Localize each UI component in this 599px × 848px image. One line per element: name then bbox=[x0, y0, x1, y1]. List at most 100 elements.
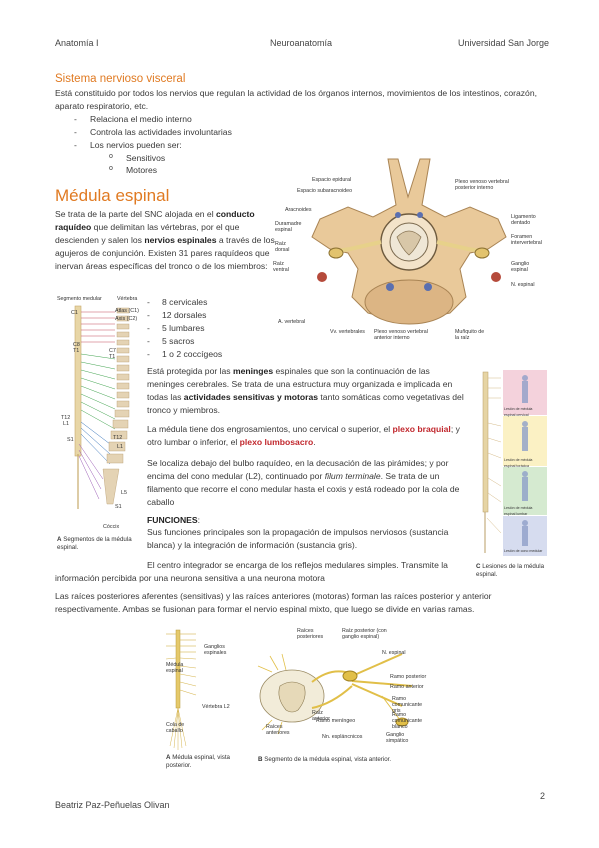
count-item: 5 lumbares bbox=[162, 323, 205, 333]
label-n-espinal: N. espinal bbox=[511, 282, 535, 288]
footer-author: Beatriz Paz-Peñuelas Olivan bbox=[55, 800, 170, 810]
marker-t1: T1 bbox=[73, 348, 80, 354]
label-raiz-posterior: Raíz posterior (con ganglio espinal) bbox=[342, 628, 387, 640]
label-ganglio-simpatico: Ganglio simpático bbox=[386, 732, 409, 744]
label-lesion-cervical: Lesión de médula espinal cervical bbox=[504, 407, 533, 417]
plexos-paragraph: La médula tiene dos engrosamientos, uno … bbox=[147, 424, 460, 447]
label-raices-anteriores: Raíces anteriores bbox=[266, 724, 290, 736]
spinal-segments-illustration bbox=[74, 305, 130, 509]
dash: - bbox=[147, 323, 150, 333]
marker-t1-vertebra: T1 bbox=[109, 354, 116, 360]
section-title-medula: Médula espinal bbox=[55, 186, 170, 205]
header-center: Neuroanatomía bbox=[270, 38, 333, 48]
segmento-anterior-illustration bbox=[257, 653, 413, 735]
header-left: Anatomía I bbox=[55, 38, 99, 48]
bullet-item: Controla las actividades involuntarias bbox=[90, 127, 232, 137]
label-munquito: Muñquito de la raíz bbox=[455, 329, 485, 341]
marker-s1-vertebra: S1 bbox=[115, 504, 122, 510]
lesions-illustration bbox=[482, 370, 547, 556]
label-raices-posteriores: Raíces posteriores bbox=[297, 628, 324, 640]
funciones-text: Sus funciones principales son la propaga… bbox=[147, 527, 449, 550]
label-lesion-lumbar: Lesión de médula espinal lumbar bbox=[504, 506, 533, 516]
label-plexo-posterior: Plexo venoso vertebral posterior interno bbox=[455, 179, 509, 191]
label-cola-caballo: Cola de caballo bbox=[166, 722, 185, 734]
dash: - bbox=[147, 310, 150, 320]
count-item: 5 sacros bbox=[162, 336, 195, 346]
caption-segmento-anterior: B Segmento de la médula espinal, vista a… bbox=[258, 756, 392, 763]
label-espacio-epidural: Espacio epidural bbox=[312, 177, 352, 183]
medula-intro: Se trata de la parte del SNC alojada en … bbox=[55, 209, 275, 271]
marker-l1-vertebra: L1 bbox=[117, 444, 123, 450]
sub-bullet-item: Motores bbox=[126, 165, 158, 175]
sub-bullet-icon: o bbox=[109, 165, 113, 172]
marker-s1: S1 bbox=[67, 437, 74, 443]
raices-paragraph: Las raíces posteriores aferentes (sensit… bbox=[55, 591, 492, 614]
label-n-espinal-b: N. espinal bbox=[382, 650, 406, 656]
integrador-paragraph: El centro integrador se encarga de los r… bbox=[55, 560, 448, 583]
count-item: 1 o 2 coccígeos bbox=[162, 349, 223, 359]
dash-2: - bbox=[74, 127, 77, 137]
label-nn-esplancnicos: Nn. espláncnicos bbox=[322, 734, 363, 740]
label-raiz-anterior: Raíz anterior bbox=[312, 710, 330, 722]
page-number: 2 bbox=[540, 791, 546, 801]
marker-l1: L1 bbox=[63, 421, 69, 427]
marker-atlas: Atlas (C1) bbox=[115, 308, 139, 314]
label-ramo-anterior: Ramo anterior bbox=[390, 684, 424, 690]
label-ramo-gris: Ramo comunicante gris bbox=[392, 696, 423, 714]
dash: - bbox=[147, 297, 150, 307]
bulbo-paragraph: Se localiza debajo del bulbo raquídeo, e… bbox=[147, 458, 460, 507]
label-espacio-subaracnoideo: Espacio subaracnoideo bbox=[297, 188, 353, 194]
caption-lesions: C Lesiones de la médula espinal. bbox=[476, 563, 545, 578]
header-right: Universidad San Jorge bbox=[458, 38, 550, 48]
label-raiz-dorsal: Raíz dorsal bbox=[275, 241, 290, 253]
bullet-item: Los nervios pueden ser: bbox=[90, 140, 182, 150]
meninges-paragraph: Está protegida por las meninges espinale… bbox=[147, 366, 464, 415]
caption-posterior-view: A Médula espinal, vista posterior. bbox=[166, 754, 230, 769]
marker-coccix: Cóccix bbox=[103, 524, 120, 530]
label-ganglios-espinales: Ganglios espinales bbox=[204, 644, 227, 656]
label-ganglio-espinal: Ganglio espinal bbox=[511, 261, 530, 273]
caption-segments: A Segmentos de la médula espinal. bbox=[57, 536, 132, 551]
section-title-visceral: Sistema nervioso visceral bbox=[55, 73, 186, 85]
label-ramo-posterior: Ramo posterior bbox=[390, 674, 427, 680]
label-foramen: Foramen intervertebral bbox=[511, 234, 542, 246]
figure-spinal-lesions: Lesión de médula espinal cervical Lesión… bbox=[473, 368, 549, 580]
dash-3: - bbox=[74, 140, 77, 150]
label-medula-espinal: Médula espinal bbox=[166, 662, 184, 674]
label-vertebra: Vértebra bbox=[117, 296, 138, 302]
marker-t12-vertebra: T12 bbox=[113, 435, 123, 441]
label-segmento-medular: Segmento medular bbox=[57, 296, 102, 302]
count-item: 12 dorsales bbox=[162, 310, 207, 320]
label-lesion-cono: Lesión de cono medular bbox=[504, 549, 543, 553]
label-plexo-anterior: Plexo venoso vertebral anterior interno bbox=[374, 329, 428, 341]
label-aracnoides: Aracnoides bbox=[285, 207, 312, 213]
figure-segmento-anterior: Raíces posteriores Raíz posterior (con g… bbox=[252, 626, 442, 770]
bullet-item: Relaciona el medio interno bbox=[90, 114, 192, 124]
label-vv-vertebrales: Vv. vertebrales bbox=[330, 329, 365, 335]
marker-l5: L5 bbox=[121, 490, 127, 496]
marker-c7: C7 bbox=[109, 348, 116, 354]
dash-1: - bbox=[74, 114, 77, 124]
label-raiz-ventral: Raíz ventral bbox=[273, 261, 289, 273]
marker-c1: C1 bbox=[71, 310, 78, 316]
medula-posterior-illustration bbox=[165, 629, 197, 750]
label-ramo-blanco: Ramo comunicante blanco bbox=[392, 712, 423, 730]
visceral-intro: Está constituido por todos los nervios q… bbox=[55, 88, 537, 111]
label-vertebra-l2: Vértebra L2 bbox=[202, 704, 230, 710]
figure-vertebra-cross-section: Espacio epidural Espacio subaracnoideo A… bbox=[270, 157, 548, 345]
figure-medula-posterior: Ganglios espinales Médula espinal Vérteb… bbox=[165, 628, 246, 776]
dash: - bbox=[147, 336, 150, 346]
marker-c8: C8 bbox=[73, 342, 80, 348]
label-arteria-vertebral: A. vertebral bbox=[278, 319, 306, 325]
count-item: 8 cervicales bbox=[162, 297, 208, 307]
funciones-title: FUNCIONES: bbox=[147, 515, 201, 525]
label-ligamento-dentado: Ligamento dentado bbox=[511, 214, 536, 226]
marker-axis: Axis (C2) bbox=[115, 316, 138, 322]
figure-spinal-segments: Segmento medular Vértebra C1 A bbox=[55, 294, 145, 556]
sub-bullet-item: Sensitivos bbox=[126, 153, 166, 163]
sub-bullet-icon: o bbox=[109, 153, 113, 160]
dash: - bbox=[147, 349, 150, 359]
label-ramo-meningeo: Ramo meníngeo bbox=[316, 718, 356, 724]
label-lesion-toracica: Lesión de médula espinal torácica bbox=[504, 458, 533, 468]
label-duramadre: Duramadre espinal bbox=[275, 221, 302, 233]
